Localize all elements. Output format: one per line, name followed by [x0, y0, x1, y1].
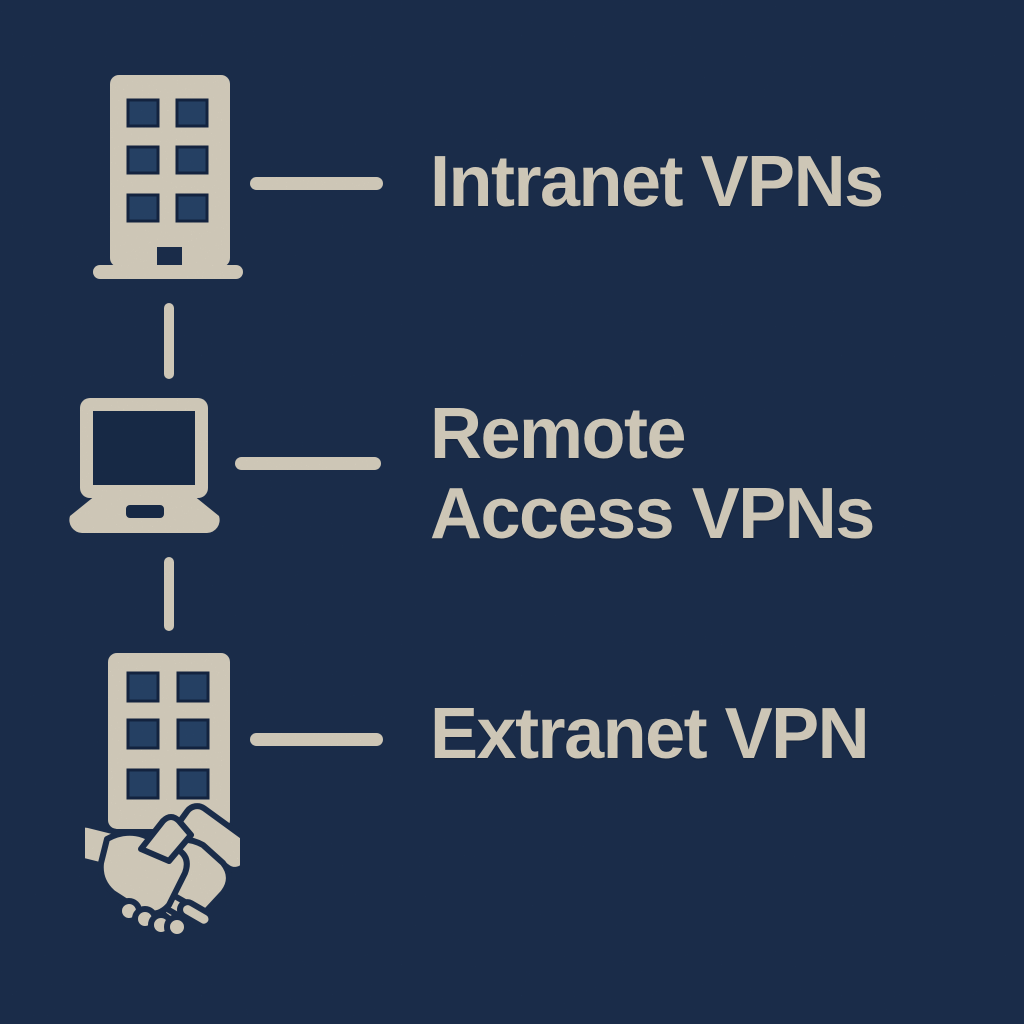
connector-line-extranet: [250, 733, 383, 746]
laptop-icon: [69, 398, 220, 533]
vertical-connector-2: [164, 557, 174, 631]
connector-line-intranet: [250, 177, 383, 190]
office-building-icon: [93, 75, 243, 279]
label-text: Extranet VPN: [430, 694, 870, 774]
connector-line-remote-access: [235, 457, 381, 470]
building-handshake-icon: [85, 653, 240, 940]
label-text: Intranet VPNs: [430, 142, 884, 222]
label-remote-access-vpns: Remote Access VPNs: [430, 394, 875, 554]
label-text-line-1: Remote: [430, 394, 687, 474]
label-extranet-vpn: Extranet VPN: [430, 694, 870, 774]
vertical-connector-1: [164, 303, 174, 379]
label-intranet-vpns: Intranet VPNs: [430, 142, 884, 222]
label-text-line-2: Access VPNs: [430, 474, 875, 554]
